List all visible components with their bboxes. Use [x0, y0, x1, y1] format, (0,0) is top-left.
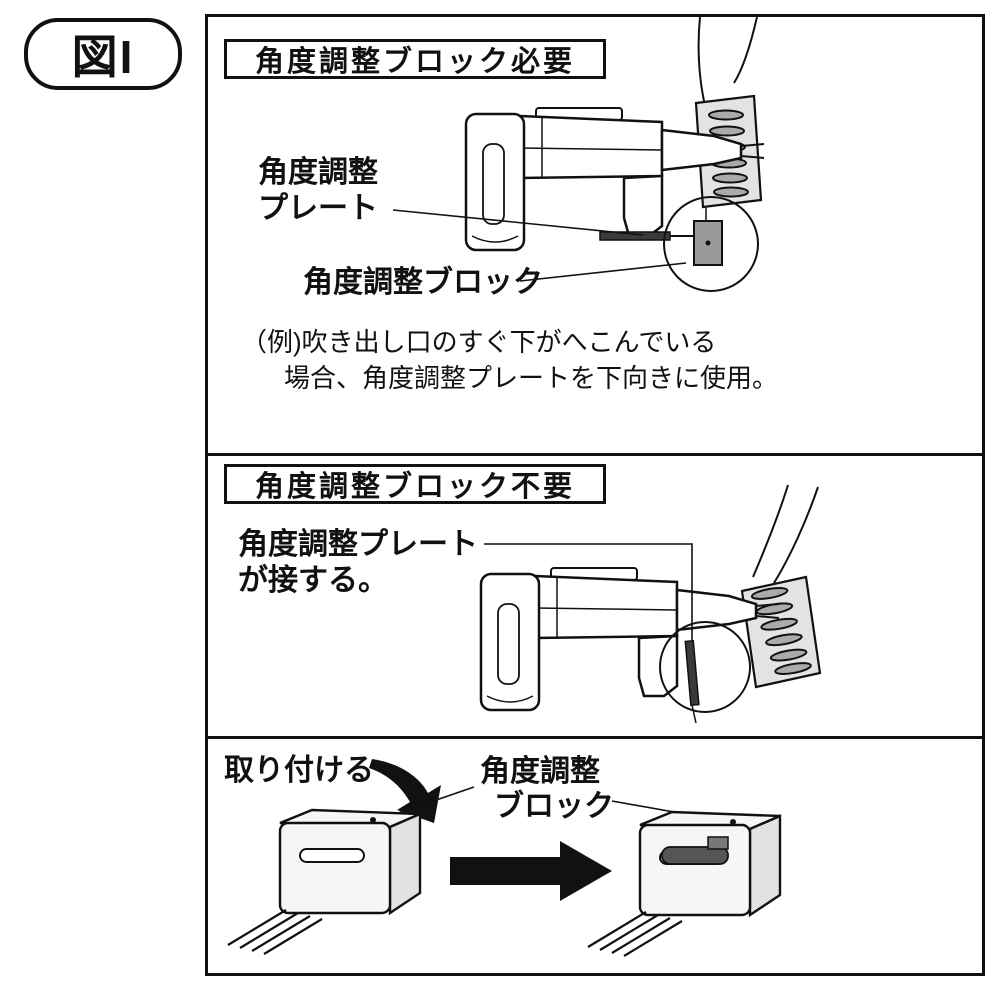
block-illustration-before	[226, 808, 422, 956]
appliance-edge-line	[773, 486, 819, 584]
plate-label-line1: 角度調整	[258, 156, 378, 189]
figure-label: 図I	[71, 31, 135, 83]
block-label-line1: 角度調整	[480, 755, 600, 788]
section-divider-2	[208, 736, 982, 739]
vent-panel	[740, 575, 822, 689]
example-note-line1: （例)吹き出し口のすぐ下がへこんでいる	[241, 327, 717, 357]
stapler-tool-illustration	[479, 566, 781, 712]
example-note-line2: 場合、角度調整プレートを下向きに使用。	[284, 363, 779, 393]
section1-title: 角度調整ブロック必要	[254, 46, 575, 78]
block-illustration-after	[586, 810, 782, 958]
plate-leader-line	[392, 209, 644, 236]
attach-label: 取り付ける	[224, 754, 374, 787]
block-label-line2: ブロック	[494, 790, 614, 823]
detail-circle	[659, 621, 751, 713]
plate-contact-leader-line	[484, 543, 693, 643]
adjustment-block-graphic	[693, 220, 723, 266]
appliance-edge-line	[752, 484, 789, 578]
block-label: 角度調整ブロック	[303, 266, 543, 299]
section-divider-1	[208, 453, 982, 456]
plate-contact-label-line1: 角度調整プレート	[238, 528, 478, 561]
block-marker-dot	[705, 240, 711, 246]
instruction-panel: 角度調整ブロック必要 角度調整 プレート 角度調整ブロック （例)吹き出し口のす…	[205, 14, 985, 976]
section3-diagram	[226, 759, 782, 958]
inserted-block-tab	[707, 836, 729, 850]
section1-title-box: 角度調整ブロック必要	[224, 39, 606, 79]
section2-title-box: 角度調整ブロック不要	[224, 464, 606, 504]
angle-plate-contact-graphic	[684, 639, 700, 707]
figure-label-badge: 図I	[24, 18, 182, 90]
diagram-illustrations	[226, 17, 822, 958]
appliance-edge-line	[733, 17, 758, 84]
attach-arrow-icon	[369, 759, 441, 823]
block-leader-line	[519, 262, 687, 282]
section2-diagram	[479, 484, 822, 724]
inserted-block-graphic	[661, 846, 729, 865]
section1-diagram	[392, 17, 766, 292]
section2-title: 角度調整ブロック不要	[254, 471, 575, 503]
appliance-edge-line	[697, 17, 705, 102]
angle-plate-graphic	[599, 231, 671, 241]
right-arrow-icon	[450, 841, 612, 901]
plate-contact-label-line2: が接する。	[238, 564, 388, 597]
plate-label-line2: プレート	[258, 192, 378, 225]
detail-circle	[663, 196, 759, 292]
